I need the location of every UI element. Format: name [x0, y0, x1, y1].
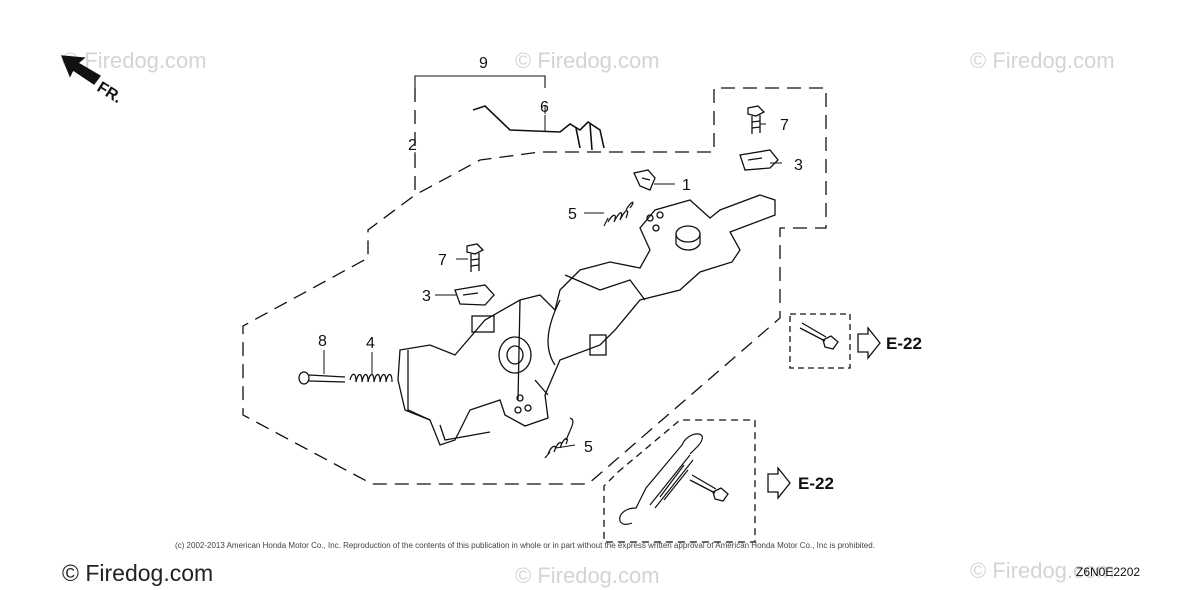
- callout-9: 9: [479, 55, 488, 72]
- spring-ref-box: [603, 419, 756, 543]
- callout-3: 3: [422, 288, 431, 305]
- site-credit: © Firedog.com: [62, 560, 214, 586]
- front-arrow-icon: [61, 55, 101, 85]
- bolt-icon: [799, 322, 839, 350]
- watermark: © Firedog.com: [970, 48, 1115, 73]
- spring-part5-lower: [544, 417, 574, 459]
- bolt-part7-upper: [747, 105, 766, 134]
- callout-4: 4: [366, 335, 375, 352]
- callout-8: 8: [318, 333, 327, 350]
- callout-5: 5: [584, 439, 593, 456]
- copyright-notice: (c) 2002-2013 American Honda Motor Co., …: [175, 541, 875, 550]
- watermark: © Firedog.com: [515, 563, 660, 588]
- bolt-part8: [298, 371, 346, 385]
- callout-6: 6: [540, 99, 549, 116]
- callout-3: 3: [794, 157, 803, 174]
- watermark: © Firedog.com: [515, 48, 660, 73]
- reference-label: E-22: [886, 334, 922, 353]
- callout-5: 5: [568, 206, 577, 223]
- reference-label: E-22: [798, 474, 834, 493]
- callout-2: 2: [408, 137, 417, 154]
- assembly-outline: [242, 87, 827, 485]
- extension-spring-icon: [619, 433, 703, 525]
- direction-label: FR.: [94, 79, 125, 107]
- clip-part3-upper: [739, 149, 779, 171]
- callout-1: 1: [682, 177, 691, 194]
- reference-arrow-icon: [857, 326, 881, 360]
- wire-link: [472, 105, 605, 151]
- bolt-ref-box: [789, 313, 851, 369]
- bolt-part7-lower: [466, 243, 485, 272]
- callout-7: 7: [780, 117, 789, 134]
- clip-part1: [633, 169, 656, 191]
- callout-7: 7: [438, 252, 447, 269]
- reference-arrow-icon: [767, 466, 791, 500]
- leader-lines: [323, 106, 782, 449]
- watermark: © Firedog.com: [970, 558, 1115, 583]
- governor-bracket: [397, 194, 776, 446]
- spring-part4: [349, 373, 393, 383]
- bolt-icon: [689, 474, 729, 502]
- clip-part3-lower: [454, 284, 495, 306]
- diagram-code: Z6N0E2202: [1076, 565, 1141, 579]
- spring-part5-upper: [603, 201, 634, 227]
- part9-bracket: [414, 75, 546, 88]
